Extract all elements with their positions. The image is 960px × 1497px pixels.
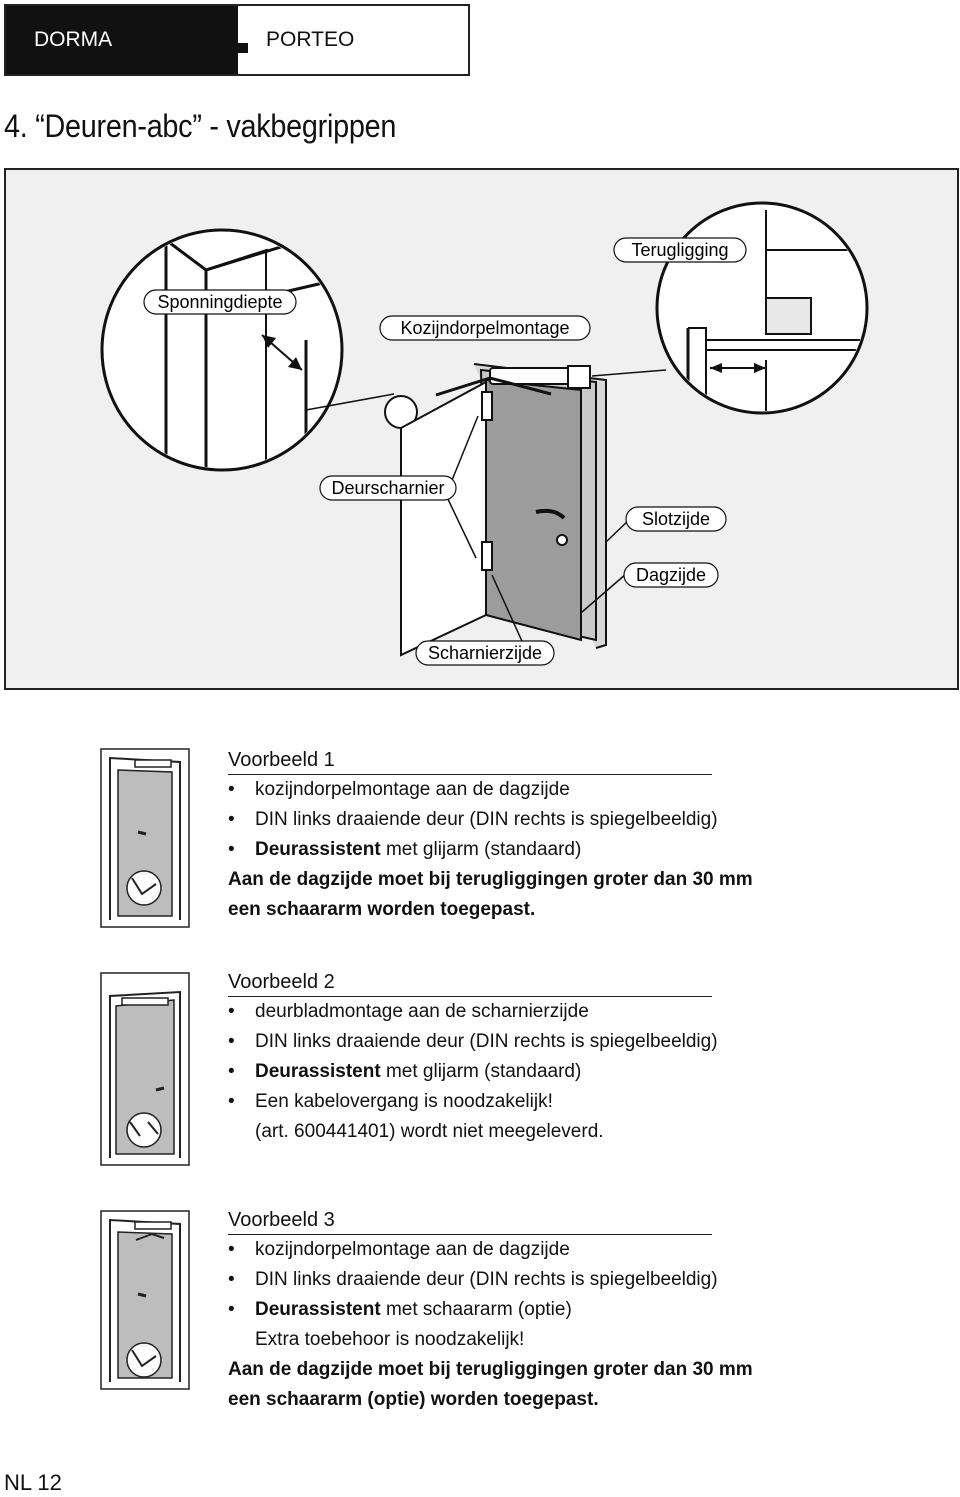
example-1-bullet: DIN links draaiende deur (DIN rechts is … — [228, 805, 788, 835]
example-2-extra: (art. 600441401) wordt niet meegeleverd. — [255, 1121, 604, 1142]
label-dagzijde: Dagzijde — [623, 562, 719, 588]
product-name: PORTEO — [266, 28, 355, 51]
brand-label: DORMA — [6, 6, 238, 74]
example-1-note: een schaararm worden toegepast. — [228, 899, 536, 920]
label-sponningdiepte: Sponningdiepte — [143, 289, 297, 315]
example-3-bullet: kozijndorpelmontage aan de dagzijde — [228, 1235, 788, 1265]
label-slotzijde: Slotzijde — [625, 506, 727, 532]
square-mark-icon — [228, 33, 248, 53]
svg-text:Kozijndorpelmontage: Kozijndorpelmontage — [400, 318, 569, 338]
svg-text:Terugligging: Terugligging — [631, 240, 728, 260]
example-2-door-icon — [100, 972, 190, 1166]
svg-text:Deurscharnier: Deurscharnier — [331, 478, 444, 498]
page-number: NL 12 — [4, 1470, 62, 1495]
svg-text:Dagzijde: Dagzijde — [636, 565, 706, 585]
example-1-bullet: kozijndorpelmontage aan de dagzijde — [228, 775, 788, 805]
example-1: Voorbeeld 1 kozijndorpelmontage aan de d… — [228, 746, 788, 925]
example-3-extra: Extra toebehoor is noodzakelijk! — [255, 1329, 525, 1350]
example-3: Voorbeeld 3 kozijndorpelmontage aan de d… — [228, 1206, 788, 1415]
product-label: PORTEO — [228, 6, 468, 74]
label-kozijndorpelmontage: Kozijndorpelmontage — [379, 315, 591, 341]
example-3-note: Aan de dagzijde moet bij terugliggingen … — [228, 1359, 753, 1380]
example-2-bullet: DIN links draaiende deur (DIN rechts is … — [228, 1027, 788, 1057]
example-2-bullet: Deurassistent met glijarm (standaard) — [228, 1057, 788, 1087]
example-2-bullet: deurbladmontage aan de scharnierzijde — [228, 997, 788, 1027]
label-scharnierzijde: Scharnierzijde — [415, 640, 555, 666]
label-deurscharnier: Deurscharnier — [319, 475, 457, 501]
label-terugligging: Terugligging — [613, 237, 747, 263]
door-terms-figure: Sponningdiepte Kozijndorpelmontage Terug… — [4, 168, 959, 690]
example-2-bullet: Een kabelovergang is noodzakelijk! — [228, 1087, 788, 1117]
svg-text:Sponningdiepte: Sponningdiepte — [157, 292, 282, 312]
example-3-heading: Voorbeeld 3 — [228, 1206, 712, 1235]
frame-detail-circle — [100, 228, 344, 472]
header-bar: DORMA PORTEO — [4, 4, 470, 76]
example-1-note: Aan de dagzijde moet bij terugliggingen … — [228, 869, 753, 890]
example-3-door-icon — [100, 1210, 190, 1390]
example-3-bullet: Deurassistent met schaararm (optie) — [228, 1295, 788, 1325]
example-1-bullet: Deurassistent met glijarm (standaard) — [228, 835, 788, 865]
svg-text:Scharnierzijde: Scharnierzijde — [428, 643, 542, 663]
page-title: 4. “Deuren-abc” - vakbegrippen — [4, 108, 397, 144]
example-2-heading: Voorbeeld 2 — [228, 968, 712, 997]
door-illustration — [400, 363, 607, 657]
svg-text:Slotzijde: Slotzijde — [642, 509, 710, 529]
reveal-detail-circle — [655, 201, 869, 415]
example-3-note: een schaararm (optie) worden toegepast. — [228, 1389, 599, 1410]
example-1-heading: Voorbeeld 1 — [228, 746, 712, 775]
example-3-bullet: DIN links draaiende deur (DIN rechts is … — [228, 1265, 788, 1295]
example-1-door-icon — [100, 748, 190, 928]
example-2: Voorbeeld 2 deurbladmontage aan de schar… — [228, 968, 788, 1147]
